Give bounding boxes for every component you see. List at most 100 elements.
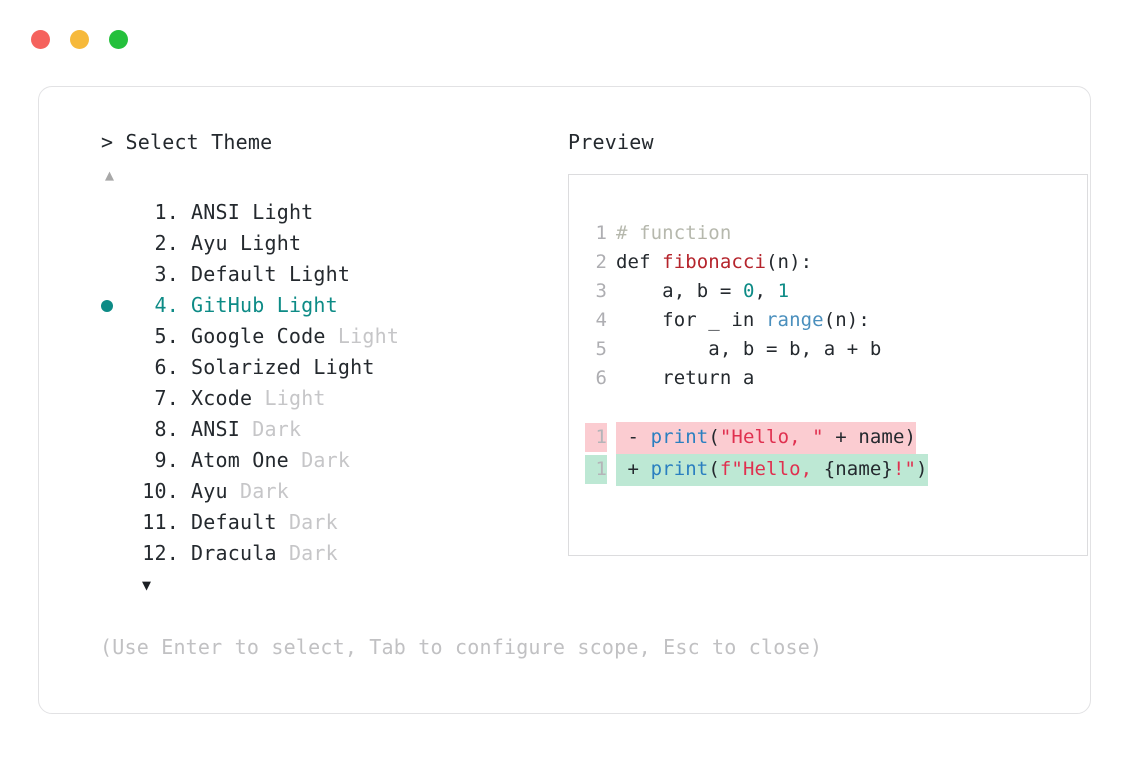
theme-list-item[interactable]: 6.Solarized Light — [101, 352, 544, 383]
theme-item-name: Ayu — [191, 231, 228, 255]
code-token: return a — [616, 367, 755, 389]
theme-list-item[interactable]: 2. Ayu Light — [101, 228, 544, 259]
code-token: (n): — [823, 309, 870, 331]
theme-list-item[interactable]: 3. Default Light — [101, 259, 544, 290]
code-line-content: a, b = b, a + b — [616, 335, 881, 364]
theme-item-index: 3. — [154, 262, 179, 286]
theme-list-item[interactable]: 5. Google Code Light — [101, 321, 544, 352]
code-line-content: # function — [616, 219, 731, 248]
code-token: (n): — [766, 251, 813, 273]
theme-list-item[interactable]: 12.Dracula Dark — [101, 538, 544, 569]
theme-item-name: Ayu — [191, 479, 228, 503]
code-line-content: a, b = 0, 1 — [616, 277, 789, 306]
code-line: 4 for _ in range(n): — [569, 306, 1087, 335]
theme-list-item[interactable]: 7.Xcode Light — [101, 383, 544, 414]
theme-item-index: 10. — [142, 479, 179, 503]
code-line-number: 4 — [595, 309, 607, 331]
theme-item-name: Default — [191, 510, 277, 534]
traffic-light-close[interactable] — [31, 29, 50, 49]
selection-bullet-cell — [101, 290, 133, 321]
diff-line-number: 1 — [585, 455, 607, 484]
theme-list-item[interactable]: 8. ANSI Dark — [101, 414, 544, 445]
spacer — [252, 383, 264, 414]
theme-selector-card: > Select Theme ▲ 1.ANSI Light 2. Ayu Light… — [38, 86, 1091, 714]
code-token: + name) — [823, 426, 917, 448]
theme-item-name: Google Code — [191, 324, 326, 348]
theme-list-item[interactable]: 11.Default Dark — [101, 507, 544, 538]
window-titlebar — [0, 0, 1129, 78]
selection-bullet-cell — [101, 538, 133, 569]
code-line-number: 5 — [595, 338, 607, 360]
code-line: 3 a, b = 0, 1 — [569, 277, 1087, 306]
spacer — [228, 228, 240, 259]
selection-bullet-cell — [101, 228, 133, 259]
theme-list-item[interactable]: 4.GitHub Light — [101, 290, 544, 321]
theme-item-name: Dracula — [191, 541, 277, 565]
scroll-up-icon[interactable]: ▲ — [105, 166, 115, 184]
theme-list-panel: > Select Theme ▲ 1.ANSI Light 2. Ayu Light… — [64, 129, 544, 595]
selection-bullet-cell — [101, 321, 133, 352]
selection-bullet-cell — [101, 476, 133, 507]
code-token: {name} — [823, 458, 893, 480]
selection-bullet-cell — [101, 445, 133, 476]
code-token: f"Hello, — [719, 458, 824, 480]
theme-item-index: 8. — [154, 417, 179, 441]
theme-item-index: 4. — [154, 293, 179, 317]
theme-item-variant: Light — [264, 386, 326, 410]
code-token: ( — [708, 458, 720, 480]
theme-item-variant: Dark — [239, 479, 289, 503]
spacer — [228, 476, 240, 507]
theme-item-name: ANSI — [191, 200, 240, 224]
code-token: print — [650, 426, 709, 448]
code-token: , — [754, 280, 778, 302]
code-token: for _ in — [616, 309, 767, 331]
spacer — [277, 507, 289, 538]
scroll-down-icon[interactable]: ▼ — [142, 576, 152, 594]
theme-item-variant: Dark — [301, 448, 351, 472]
code-line-content: def fibonacci(n): — [616, 248, 812, 277]
theme-item-index: 5. — [154, 324, 179, 348]
theme-item-name: Atom One — [191, 448, 289, 472]
theme-item-variant: Light — [288, 262, 351, 286]
diff-line-content: - print("Hello, " + name) — [616, 422, 917, 454]
code-token: # function — [616, 222, 732, 244]
theme-item-name: Solarized — [191, 355, 302, 379]
theme-item-variant: Light — [276, 293, 338, 317]
theme-item-index: 12. — [142, 541, 179, 565]
diff-line-number: 1 — [585, 423, 607, 452]
theme-item-variant: Dark — [252, 417, 302, 441]
spacer — [301, 352, 313, 383]
theme-item-index: 7. — [154, 386, 179, 410]
theme-item-variant: Light — [313, 355, 375, 379]
traffic-light-maximize[interactable] — [109, 29, 128, 49]
theme-list-item[interactable]: 1.ANSI Light — [101, 197, 544, 228]
theme-list-item[interactable]: 10. Ayu Dark — [101, 476, 544, 507]
code-line-number: 6 — [595, 367, 607, 389]
code-line-content: return a — [616, 364, 754, 393]
preview-label: Preview — [568, 130, 654, 154]
theme-item-index: 2. — [154, 231, 179, 255]
diff-line-add: 1 + print(f"Hello, {name}!") — [569, 454, 1087, 486]
code-line: 6 return a — [569, 364, 1087, 393]
select-theme-prompt: > Select Theme — [101, 130, 273, 154]
traffic-light-minimize[interactable] — [70, 29, 89, 49]
code-token: a, b = — [616, 280, 743, 302]
theme-item-variant: Light — [252, 200, 314, 224]
selected-bullet-icon — [101, 299, 113, 312]
spacer — [289, 445, 301, 476]
theme-item-variant: Light — [239, 231, 302, 255]
code-token: print — [650, 458, 709, 480]
theme-item-name: Default — [191, 262, 277, 286]
code-token: range — [766, 309, 824, 331]
code-token: ) — [916, 458, 928, 480]
selection-bullet-cell — [101, 352, 133, 383]
code-line: 5 a, b = b, a + b — [569, 335, 1087, 364]
theme-list-item[interactable]: 9.Atom One Dark — [101, 445, 544, 476]
selection-bullet-cell — [101, 383, 133, 414]
code-line-number: 3 — [595, 280, 607, 302]
theme-item-name: ANSI — [191, 417, 240, 441]
theme-item-variant: Light — [337, 324, 400, 348]
